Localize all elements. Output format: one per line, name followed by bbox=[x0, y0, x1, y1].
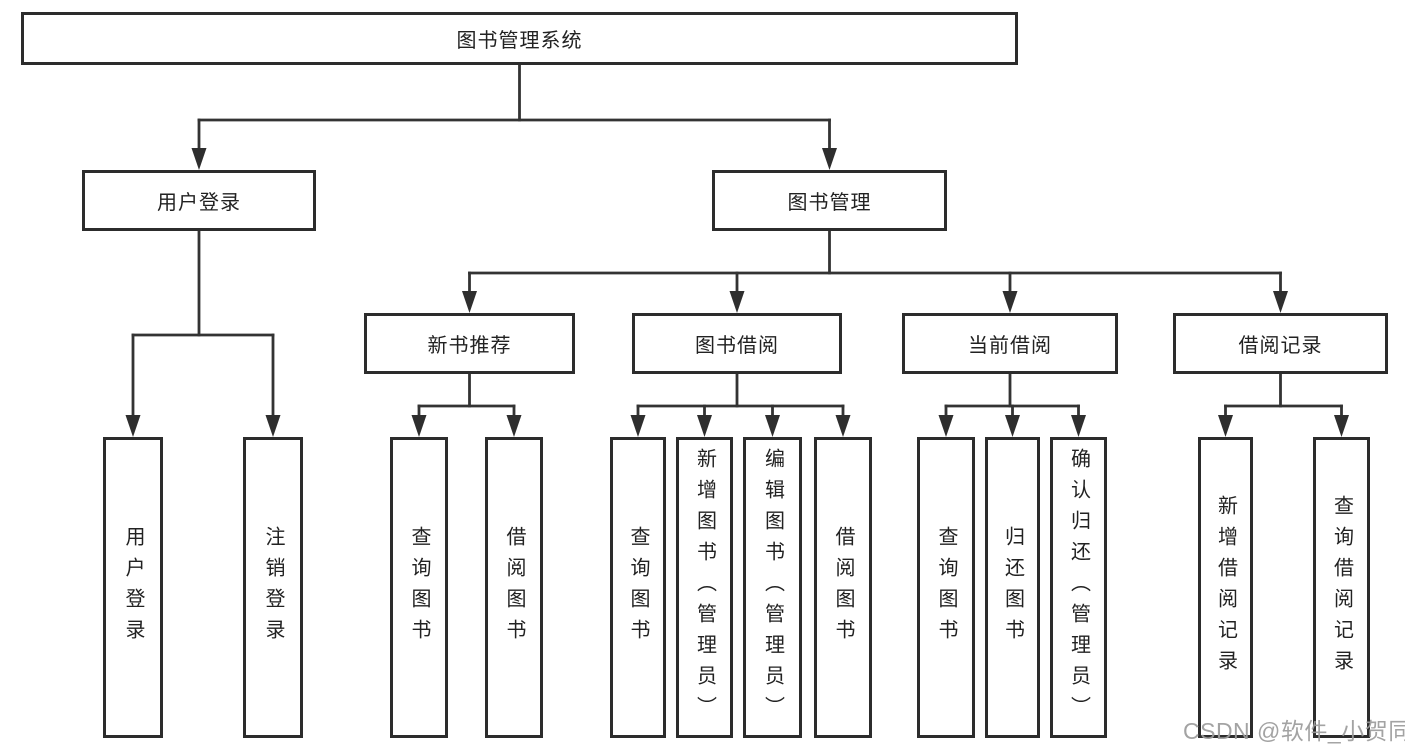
node-label: 图书管理 bbox=[787, 192, 872, 214]
node-borrow: 图书借阅 bbox=[632, 313, 842, 374]
arrowhead-icon bbox=[1218, 415, 1233, 437]
arrowhead-icon bbox=[1334, 415, 1349, 437]
arrowhead-icon bbox=[1002, 291, 1018, 313]
arrowhead-icon bbox=[835, 415, 851, 437]
arrowhead-icon bbox=[462, 291, 477, 313]
node-label: 归还图书 bbox=[1001, 525, 1024, 650]
arrowhead-icon bbox=[697, 415, 712, 437]
arrowhead-icon bbox=[1273, 291, 1288, 313]
node-mgmt: 图书管理 bbox=[712, 170, 947, 231]
node-label: 查询借阅记录 bbox=[1330, 494, 1353, 681]
node-cur-query: 查询图书 bbox=[917, 437, 975, 738]
node-rec-query: 查询借阅记录 bbox=[1313, 437, 1370, 738]
node-label: 借阅图书 bbox=[832, 525, 854, 650]
node-label: 查询图书 bbox=[627, 525, 649, 650]
node-rec-add: 新增借阅记录 bbox=[1198, 437, 1253, 738]
arrowhead-icon bbox=[265, 415, 281, 437]
node-login: 用户登录 bbox=[82, 170, 316, 231]
node-label: 新增图书（管理员） bbox=[693, 448, 716, 727]
node-records: 借阅记录 bbox=[1173, 313, 1388, 374]
arrowhead-icon bbox=[1071, 415, 1086, 437]
arrowhead-icon bbox=[506, 415, 522, 437]
arrowhead-icon bbox=[822, 148, 837, 170]
watermark: CSDN @软件_小贺同学 bbox=[1183, 718, 1405, 744]
arrowhead-icon bbox=[938, 415, 954, 437]
node-current: 当前借阅 bbox=[902, 313, 1118, 374]
node-label: 查询图书 bbox=[408, 525, 430, 650]
node-label: 新增借阅记录 bbox=[1214, 494, 1237, 681]
arrowhead-icon bbox=[729, 291, 745, 313]
node-nb-borrow: 借阅图书 bbox=[485, 437, 543, 738]
arrowhead-icon bbox=[630, 415, 646, 437]
node-label: 借阅图书 bbox=[503, 525, 525, 650]
node-label: 注销登录 bbox=[262, 525, 284, 650]
node-bw-edit: 编辑图书（管理员） bbox=[743, 437, 802, 738]
arrowhead-icon bbox=[765, 415, 780, 437]
node-label: 图书借阅 bbox=[695, 335, 779, 357]
node-newbook: 新书推荐 bbox=[364, 313, 575, 374]
arrowhead-icon bbox=[411, 415, 427, 437]
node-label: 借阅记录 bbox=[1238, 335, 1323, 357]
arrowhead-icon bbox=[1005, 415, 1020, 437]
node-label: 用户登录 bbox=[157, 192, 241, 214]
node-bw-add: 新增图书（管理员） bbox=[676, 437, 733, 738]
node-cur-return: 归还图书 bbox=[985, 437, 1040, 738]
node-root: 图书管理系统 bbox=[21, 12, 1018, 65]
node-logout: 注销登录 bbox=[243, 437, 303, 738]
node-label: 用户登录 bbox=[122, 525, 144, 650]
node-label: 当前借阅 bbox=[968, 335, 1052, 357]
node-label: 查询图书 bbox=[935, 525, 957, 650]
node-bw-borrow: 借阅图书 bbox=[814, 437, 872, 738]
node-label: 图书管理系统 bbox=[456, 30, 583, 52]
node-label: 编辑图书（管理员） bbox=[761, 448, 784, 727]
node-user-login: 用户登录 bbox=[103, 437, 163, 738]
node-label: 确认归还（管理员） bbox=[1067, 448, 1090, 727]
node-cur-confirm: 确认归还（管理员） bbox=[1050, 437, 1107, 738]
node-bw-query: 查询图书 bbox=[610, 437, 666, 738]
node-nb-query: 查询图书 bbox=[390, 437, 448, 738]
arrowhead-icon bbox=[125, 415, 141, 437]
node-label: 新书推荐 bbox=[427, 335, 512, 357]
arrowhead-icon bbox=[191, 148, 207, 170]
